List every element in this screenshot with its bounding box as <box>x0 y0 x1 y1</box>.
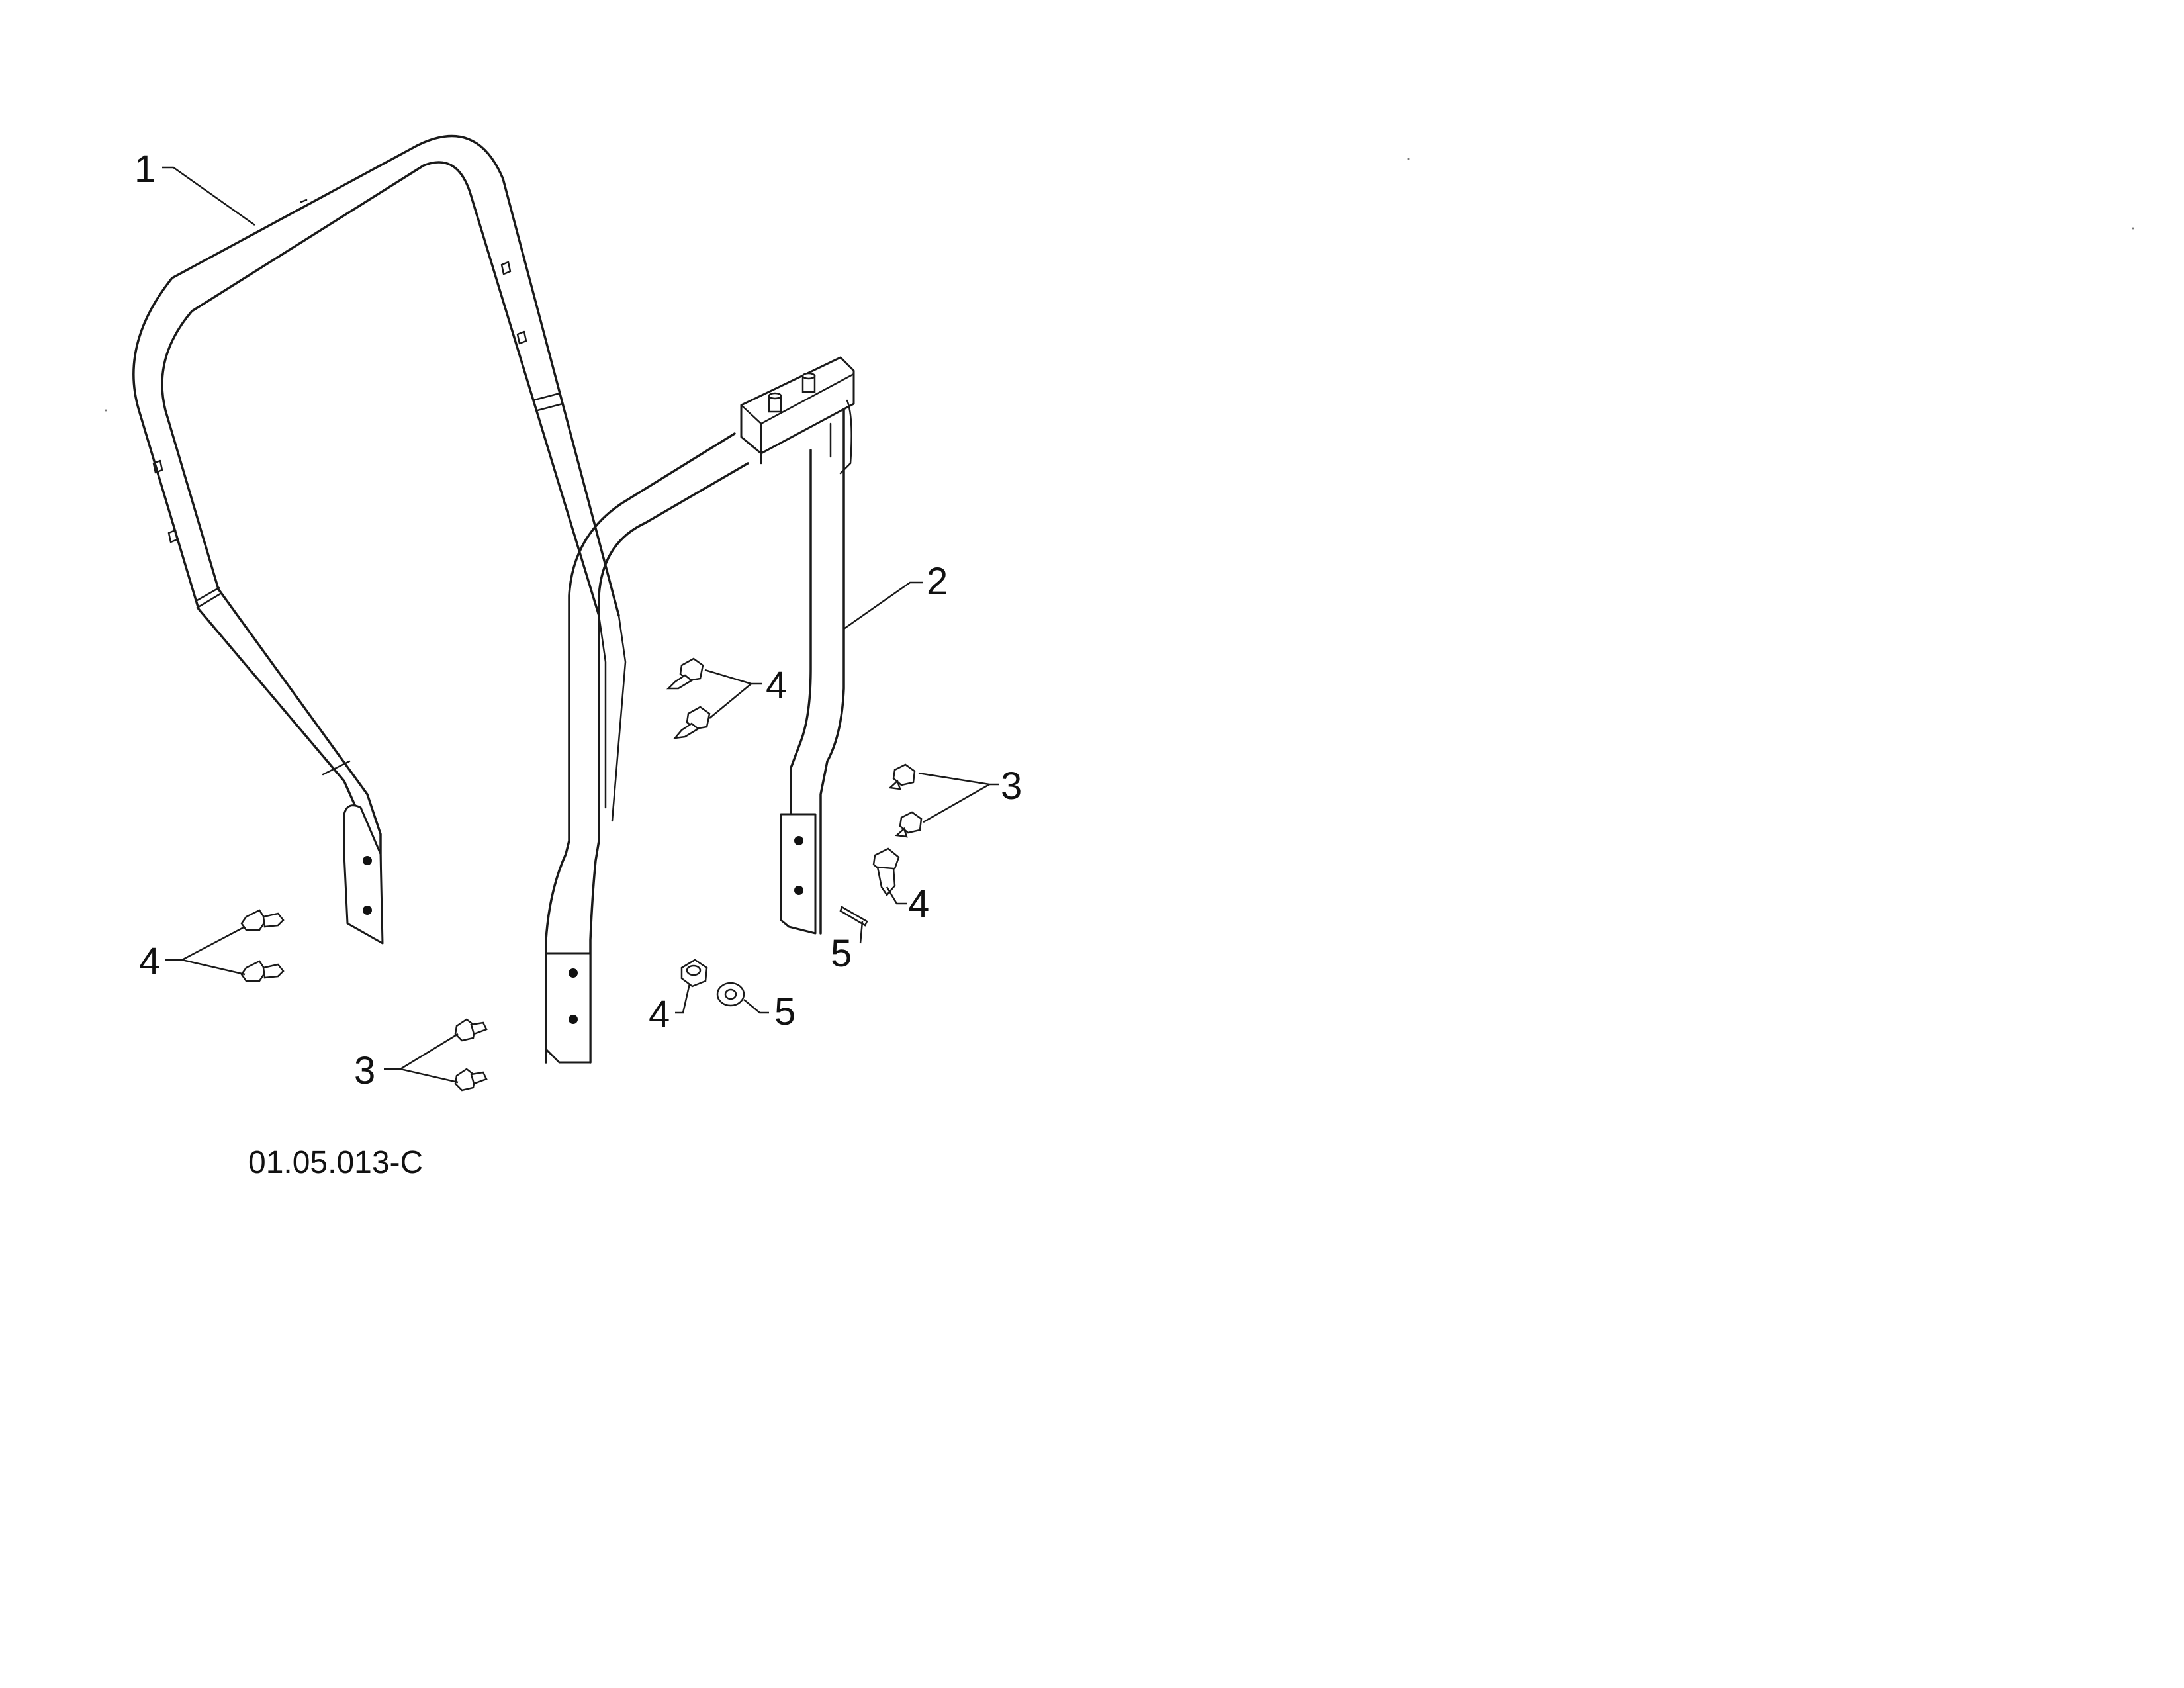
nut-4-center <box>680 959 708 988</box>
bolt-3-lower-upper <box>454 1018 488 1042</box>
bolt-3-lower-lower <box>454 1068 488 1092</box>
bolt-3-right-lower <box>895 811 923 838</box>
bolt-4-center-upper <box>666 657 704 690</box>
bolt-4-center-lower <box>672 706 711 739</box>
washer-5-center <box>716 982 745 1007</box>
callout-3-bottom-left: 3 <box>354 1049 375 1092</box>
callout-4-left: 4 <box>139 940 160 983</box>
callout-4-bottom: 4 <box>649 993 670 1036</box>
bolt-3-right-upper <box>888 763 916 790</box>
callout-labels: 1 2 3 3 4 4 4 4 5 5 <box>134 148 1022 1092</box>
part-2-roll-bar-frame <box>545 356 855 1064</box>
bolt-4-left-upper <box>240 909 285 931</box>
callout-5-right: 5 <box>831 932 852 975</box>
callout-5-bottom: 5 <box>774 990 796 1033</box>
bolt-4-right <box>872 847 900 897</box>
callout-1: 1 <box>134 148 156 191</box>
part-1-roll-bar-frame <box>132 134 627 945</box>
leader-lines <box>162 166 999 1084</box>
hardware-bolts <box>240 657 923 1092</box>
drawing-reference-code: 01.05.013-C <box>248 1145 423 1180</box>
scan-specks <box>105 158 2134 412</box>
bolt-4-left-lower <box>240 960 285 982</box>
callout-3-right: 3 <box>1001 765 1022 808</box>
callout-4-right: 4 <box>908 882 929 925</box>
callout-4-center: 4 <box>766 664 787 707</box>
pin-5-right <box>839 906 868 927</box>
callout-2: 2 <box>927 560 948 603</box>
